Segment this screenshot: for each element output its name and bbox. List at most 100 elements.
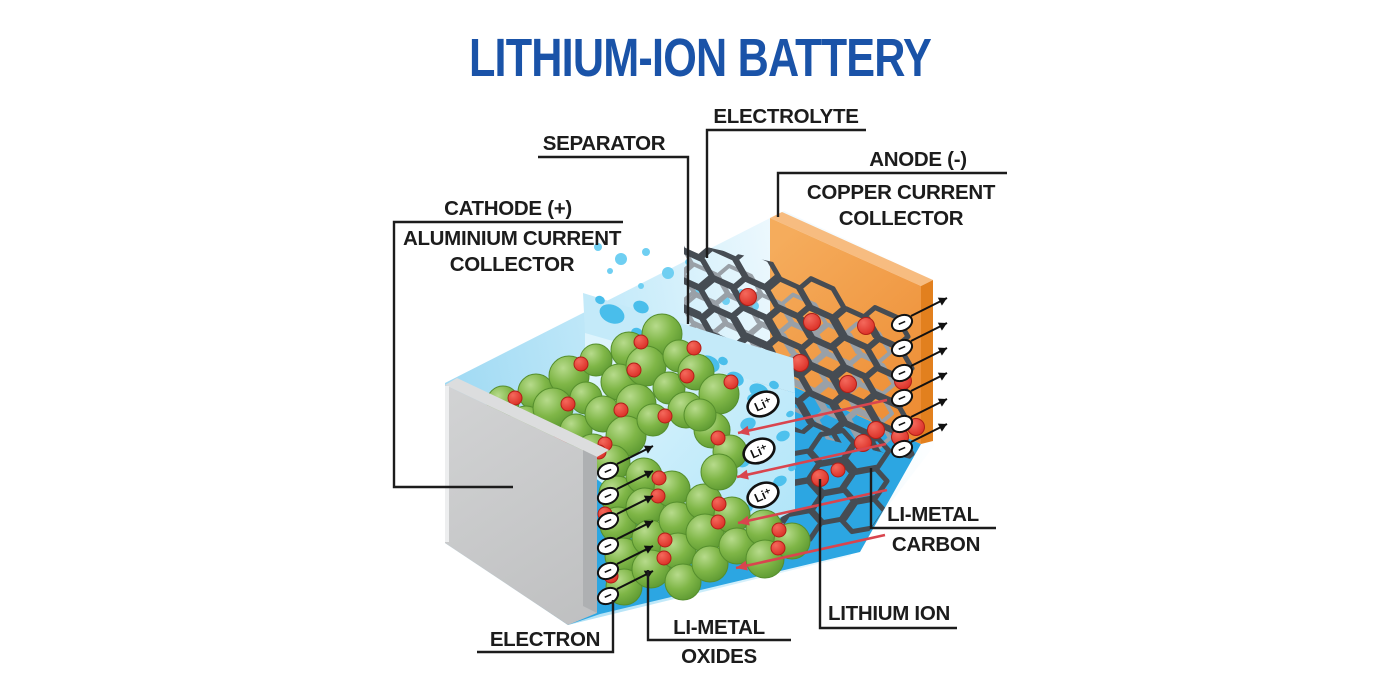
electrolyte-label: ELECTROLYTE	[713, 105, 858, 128]
anode-sublabel-2: COLLECTOR	[839, 207, 964, 230]
lithium-ion-dot	[770, 540, 786, 556]
bubble-icon	[773, 475, 787, 487]
carbon-hexagon-icon	[840, 466, 890, 504]
lithium-ion-dot	[573, 356, 589, 372]
lithium-ion-connector-line	[818, 479, 957, 630]
bubble-icon	[594, 243, 602, 251]
lithium-ion-dot	[710, 514, 726, 530]
lithium-ion-dot	[651, 470, 667, 486]
lithium-ion-dot	[507, 390, 523, 406]
arrow-shaft	[736, 442, 887, 479]
lithium-ion-dot	[867, 421, 885, 439]
electron-icon: −	[596, 562, 620, 581]
lithium-ion-dot	[657, 408, 673, 424]
arrow-head	[737, 469, 749, 480]
li-metal-oxide-sphere	[691, 545, 729, 583]
aluminium-plate-right-shadow	[583, 450, 597, 613]
bubble-icon	[607, 268, 613, 274]
lithium-ion-dot	[613, 402, 629, 418]
arrow-head	[937, 297, 947, 306]
lithium-ion-dot	[803, 313, 821, 331]
li-metal-oxide-sphere	[683, 398, 717, 432]
lithium-ion-dot	[857, 317, 875, 335]
lithium-ion-carriers: Li⁺ Li⁺ Li⁺	[742, 390, 780, 509]
cathode-label: CATHODE (+)	[444, 197, 572, 220]
electron-icon: −	[890, 440, 914, 459]
lithium-ion-dot	[650, 488, 666, 504]
electron-oval: −	[890, 364, 914, 383]
lithium-ion-dot	[633, 334, 649, 350]
li-metal-carbon-connector-line	[869, 468, 996, 530]
bubble-icon	[633, 300, 649, 314]
electron-icon: −	[890, 415, 914, 434]
electrolyte-connector-line	[705, 128, 866, 258]
electron-icon: −	[890, 389, 914, 408]
electron-icon: −	[596, 462, 620, 481]
lithium-ion-symbol: Li⁺	[748, 441, 770, 461]
electron-oval: −	[596, 487, 620, 506]
electron-label: ELECTRON	[490, 628, 600, 651]
arrow-head	[937, 423, 947, 432]
lithium-ion-dot	[560, 396, 576, 412]
li-metal-oxide-sphere	[700, 453, 738, 491]
cathode-sublabel-2: COLLECTOR	[450, 253, 575, 276]
electron-oval: −	[890, 415, 914, 434]
li-metal-oxide-sphere	[664, 563, 702, 601]
electron-oval: −	[890, 339, 914, 358]
electrons-at-cathode: −−−−−−	[596, 445, 654, 606]
lithium-ion-dot	[723, 374, 739, 390]
lithium-ion-dot	[839, 375, 857, 393]
arrow-head	[937, 398, 947, 407]
anode-connector-line	[776, 171, 1007, 217]
separator-connector-line	[538, 155, 690, 324]
lithium-ion-dot	[711, 496, 727, 512]
electron-icon: −	[890, 314, 914, 333]
bubble-icon	[595, 295, 605, 305]
lithium-ion-icon: Li⁺	[746, 481, 780, 509]
lithium-ion-dot	[656, 550, 672, 566]
arrow-head	[643, 445, 653, 454]
separator-label: SEPARATOR	[543, 132, 666, 155]
copper-plate-top-face	[770, 212, 933, 286]
li-metal-carbon-label-1: LI-METAL	[887, 503, 979, 526]
arrow-head	[643, 495, 653, 504]
arrow-head	[937, 372, 947, 381]
li-metal-oxides-label-1: LI-METAL	[673, 616, 765, 639]
arrow-head	[937, 347, 947, 356]
lithium-ion-dot	[710, 430, 726, 446]
aluminium-current-collector	[445, 378, 609, 625]
lithium-ion-symbol: Li⁺	[752, 394, 774, 414]
lithium-ion-dot	[739, 288, 757, 306]
bubble-icon	[638, 283, 644, 289]
cathode-connector-line	[392, 220, 623, 489]
lithium-ion-dot	[686, 340, 702, 356]
anode-label: ANODE (-)	[869, 148, 967, 171]
lithium-ion-label: LITHIUM ION	[828, 602, 950, 625]
anode-sublabel-1: COPPER CURRENT	[807, 181, 996, 204]
bubble-icon	[662, 267, 674, 279]
aluminium-plate-top-face	[445, 378, 609, 457]
bubble-icon	[769, 380, 779, 390]
lithium-ion-symbol: Li⁺	[752, 485, 774, 505]
electron-icon: −	[596, 487, 620, 506]
li-metal-oxides-label-2: OXIDES	[681, 645, 757, 668]
arrow-shaft	[737, 398, 888, 435]
lithium-ion-flow-arrows	[735, 398, 888, 571]
arrow-shaft	[737, 488, 888, 525]
cathode-sublabel-1: ALUMINIUM CURRENT	[403, 227, 622, 250]
bubble-icon	[718, 356, 728, 366]
bubble-icon	[786, 410, 794, 418]
bubble-icon	[615, 253, 627, 265]
lithium-ion-icon: Li⁺	[746, 390, 780, 418]
arrow-head	[643, 520, 653, 529]
lithium-ion-dot	[771, 522, 787, 538]
arrow-shaft	[735, 533, 886, 570]
electron-icon: −	[890, 339, 914, 358]
bubble-icon	[740, 417, 756, 431]
electron-oval: −	[890, 314, 914, 333]
bubble-icon	[599, 304, 625, 324]
arrow-head	[736, 560, 748, 571]
bubble-icon	[776, 430, 790, 442]
lithium-ion-dot	[626, 362, 642, 378]
